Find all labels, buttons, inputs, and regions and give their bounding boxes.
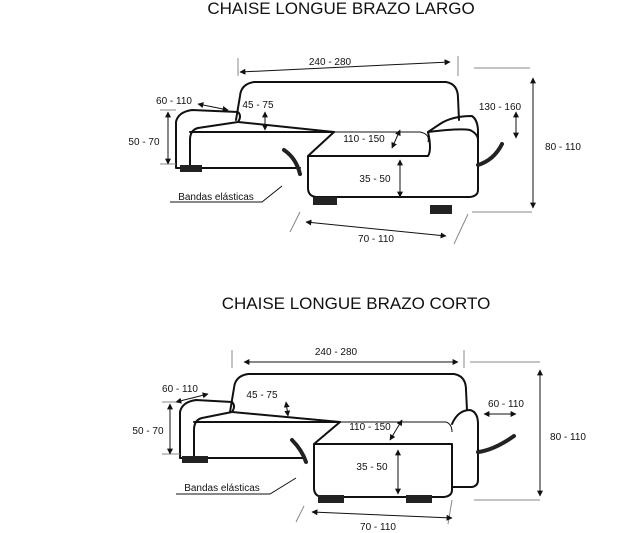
band-leader-line (170, 185, 283, 203)
diagram-brazo-largo: CHAISE LONGUE BRAZO LARGO (128, 0, 581, 245)
elastic-band (290, 438, 308, 464)
dim-arm-width-label: 60 - 110 (162, 384, 198, 395)
dim-chaise-width-arrow (391, 129, 401, 149)
diagram-title: CHAISE LONGUE BRAZO LARGO (207, 0, 474, 18)
elastic-band (282, 148, 302, 176)
dim-arm-height-label: 50 - 70 (132, 426, 164, 437)
dim-width-label: 240 - 280 (309, 57, 352, 68)
backrest (229, 373, 468, 413)
chaise-arm (427, 128, 479, 141)
dim-chaise-height-label: 60 - 110 (488, 399, 524, 410)
sofa-drawing (179, 373, 516, 503)
dim-chaise-height-label: 130 - 160 (479, 102, 522, 113)
dim-arm-width-label: 60 - 110 (156, 96, 192, 107)
elastic-band (476, 434, 516, 454)
sofa-drawing (175, 81, 504, 214)
diagram-brazo-corto: CHAISE LONGUE BRAZO CORTO (132, 294, 586, 533)
dim-arm-height-label: 50 - 70 (128, 137, 160, 148)
foot (318, 495, 344, 503)
dim-seat-depth-arrow (283, 401, 291, 417)
dim-chaise-width-arrow (389, 419, 403, 441)
dim-depth-arrow (305, 219, 447, 239)
dim-seat-height-label: 35 - 50 (359, 174, 391, 185)
dim-total-height-label: 80 - 110 (545, 142, 581, 153)
dim-depth-arrow (311, 509, 453, 521)
chaise-seat (231, 411, 453, 498)
dim-total-height-label: 80 - 110 (550, 432, 586, 443)
diagram-title: CHAISE LONGUE BRAZO CORTO (222, 294, 491, 313)
dim-arm-width-arrow (175, 392, 209, 404)
backrest (235, 81, 460, 121)
foot (313, 197, 337, 205)
guide-lines (160, 56, 532, 245)
short-arm (451, 409, 479, 488)
dim-depth-label: 70 - 110 (358, 234, 394, 245)
band-leader-line (176, 477, 297, 495)
foot (430, 205, 452, 214)
dim-chaise-width-label: 110 - 150 (349, 422, 391, 433)
dim-seat-depth-label: 45 - 75 (246, 390, 278, 401)
foot (406, 495, 432, 503)
band-label: Bandas elásticas (178, 192, 254, 203)
dim-seat-height-label: 35 - 50 (356, 462, 388, 473)
left-arm (175, 109, 241, 169)
elastic-band (476, 142, 504, 167)
left-arm (179, 399, 235, 459)
dim-width-arrow (239, 59, 451, 75)
dim-depth-label: 70 - 110 (360, 522, 396, 533)
band-label: Bandas elásticas (184, 483, 260, 494)
chaise-top-edge (340, 421, 453, 433)
foot (180, 165, 202, 172)
dim-chaise-width-label: 110 - 150 (343, 134, 385, 145)
foot (182, 456, 208, 463)
dim-seat-depth-label: 45 - 75 (242, 100, 274, 111)
chaise-seat (237, 115, 479, 198)
chaise-top-edge (334, 131, 429, 143)
dim-arm-width-arrow (197, 102, 229, 112)
dim-width-label: 240 - 280 (315, 347, 358, 358)
